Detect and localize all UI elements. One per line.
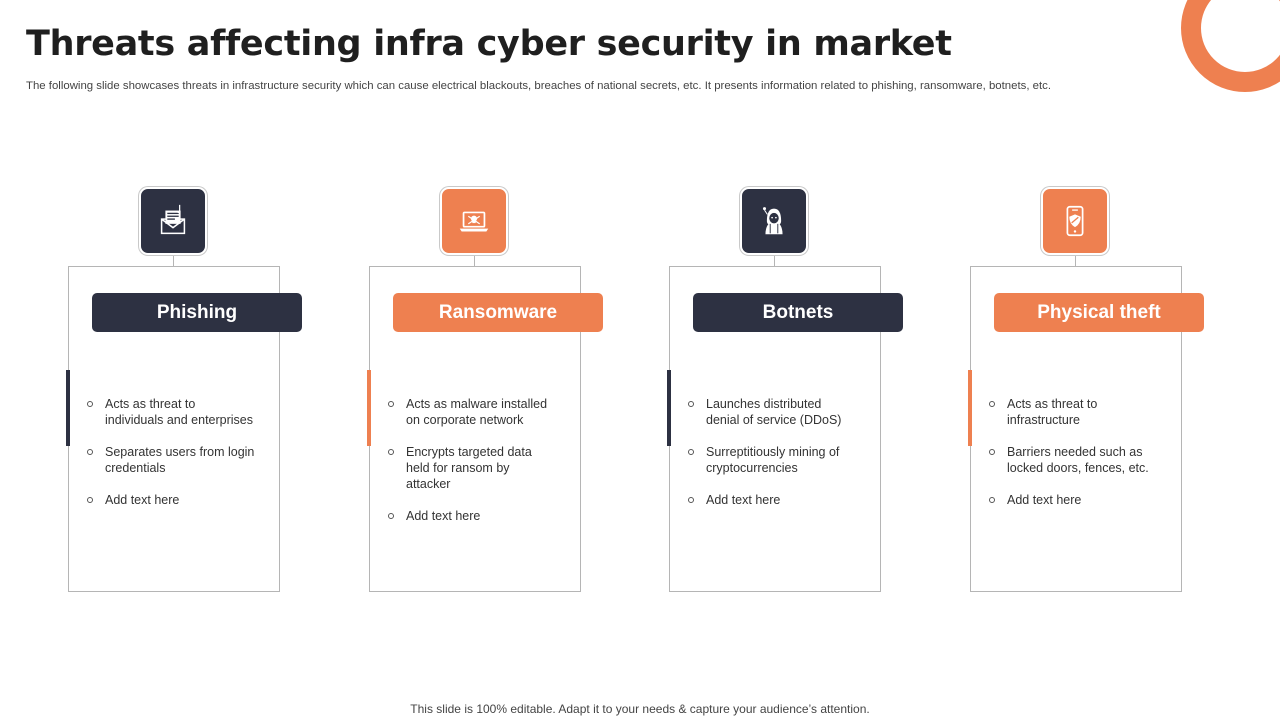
connector-line [1075, 254, 1076, 267]
threat-label: Botnets [693, 293, 903, 332]
list-item: Acts as threat to individuals and enterp… [86, 396, 256, 428]
threat-bullets: Acts as threat to infrastructure Barrier… [988, 396, 1158, 524]
accent-bar [66, 370, 70, 446]
list-item: Add text here [387, 508, 557, 524]
list-item: Separates users from login credentials [86, 444, 256, 476]
accent-bar [367, 370, 371, 446]
mobile-shield-icon [1041, 187, 1109, 255]
list-item: Barriers needed such as locked doors, fe… [988, 444, 1158, 476]
accent-bar [968, 370, 972, 446]
threat-card-ransomware: Ransomware Acts as malware installed on … [301, 0, 603, 720]
phishing-mail-icon [139, 187, 207, 255]
list-item: Acts as threat to infrastructure [988, 396, 1158, 428]
list-item: Add text here [687, 492, 857, 508]
threat-card-phishing: Phishing Acts as threat to individuals a… [0, 0, 302, 720]
list-item: Surreptitiously mining of cryptocurrenci… [687, 444, 857, 476]
list-item: Encrypts targeted data held for ransom b… [387, 444, 557, 492]
footer-note: This slide is 100% editable. Adapt it to… [410, 702, 870, 716]
list-item: Acts as malware installed on corporate n… [387, 396, 557, 428]
threat-bullets: Acts as threat to individuals and enterp… [86, 396, 256, 524]
list-item: Add text here [988, 492, 1158, 508]
list-item: Add text here [86, 492, 256, 508]
list-item: Launches distributed denial of service (… [687, 396, 857, 428]
threat-card-physical-theft: Physical theft Acts as threat to infrast… [902, 0, 1204, 720]
threat-bullets: Launches distributed denial of service (… [687, 396, 857, 524]
threat-label: Phishing [92, 293, 302, 332]
hacker-icon [740, 187, 808, 255]
connector-line [774, 254, 775, 267]
page-subtitle: The following slide showcases threats in… [26, 80, 1052, 92]
threat-label: Ransomware [393, 293, 603, 332]
ransomware-laptop-icon [440, 187, 508, 255]
threat-bullets: Acts as malware installed on corporate n… [387, 396, 557, 540]
accent-bar [667, 370, 671, 446]
threat-label: Physical theft [994, 293, 1204, 332]
connector-line [173, 254, 174, 267]
threat-card-botnets: Botnets Launches distributed denial of s… [601, 0, 903, 720]
connector-line [474, 254, 475, 267]
page-title: Threats affecting infra cyber security i… [26, 24, 952, 64]
